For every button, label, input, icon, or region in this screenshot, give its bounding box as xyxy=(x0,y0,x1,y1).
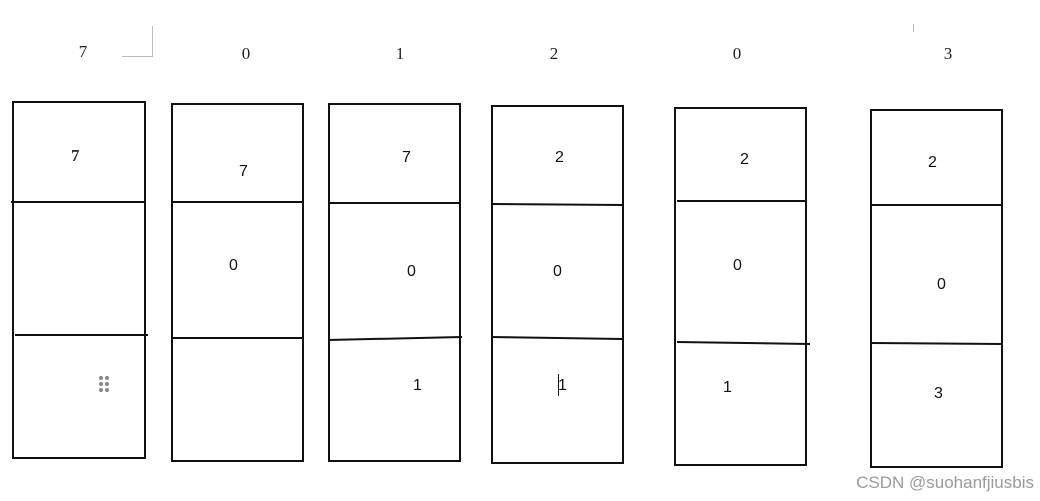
divider-3b xyxy=(327,336,463,341)
frame-5-slot-3: 1 xyxy=(723,379,732,396)
drag-handle-icon[interactable] xyxy=(99,376,111,394)
frame-box-5 xyxy=(674,107,807,466)
frame-6-slot-3: 3 xyxy=(934,385,943,402)
frame-5-slot-1: 2 xyxy=(740,151,749,168)
frame-6-slot-2: 0 xyxy=(937,276,946,293)
frame-box-3 xyxy=(328,103,461,462)
sequence-item-6: 3 xyxy=(943,44,953,63)
sequence-item-5: 0 xyxy=(732,44,742,63)
frame-box-1 xyxy=(12,101,146,459)
sequence-item-2: 0 xyxy=(241,44,251,63)
frame-3-slot-2: 0 xyxy=(407,263,416,280)
frame-4-slot-1: 2 xyxy=(555,149,564,166)
frame-4-slot-2: 0 xyxy=(553,263,562,280)
divider-6b xyxy=(869,342,1004,345)
divider-5b xyxy=(676,341,811,345)
frame-3-slot-1: 7 xyxy=(402,149,411,166)
frame-2-slot-2: 0 xyxy=(229,257,238,274)
sequence-item-4: 2 xyxy=(549,44,559,63)
frame-box-2 xyxy=(171,103,304,462)
sequence-item-1: 7 xyxy=(78,42,88,61)
sequence-item-3: 1 xyxy=(395,44,405,63)
frame-box-6 xyxy=(870,109,1003,468)
watermark: CSDN @suohanfjiusbis xyxy=(856,473,1034,492)
frame-1-slot-1: 7 xyxy=(71,146,80,165)
corner-crop-mark xyxy=(122,26,153,57)
frame-4-slot-3: 1 xyxy=(558,377,567,394)
frame-2-slot-1: 7 xyxy=(239,163,248,180)
margin-tick-mark xyxy=(913,24,914,32)
frame-3-slot-3: 1 xyxy=(413,377,422,394)
frame-box-4 xyxy=(491,105,624,464)
divider-4b xyxy=(490,336,623,340)
divider-4a xyxy=(490,203,625,206)
frame-6-slot-1: 2 xyxy=(928,154,937,171)
text-cursor xyxy=(558,374,559,396)
frame-5-slot-2: 0 xyxy=(733,257,742,274)
